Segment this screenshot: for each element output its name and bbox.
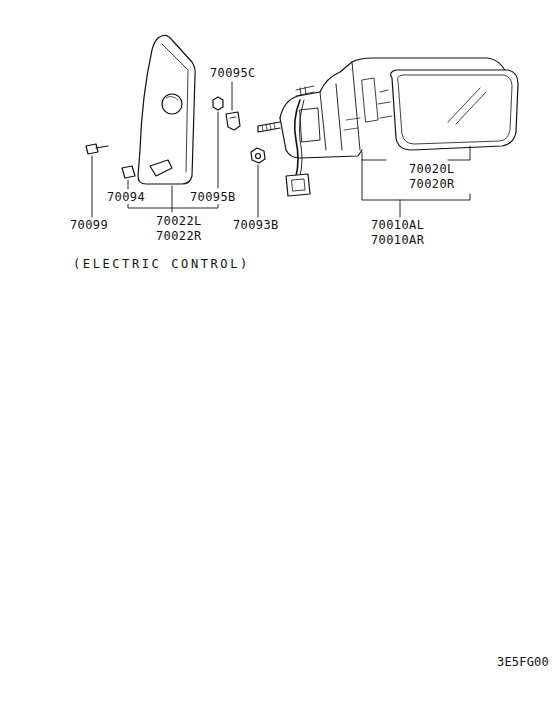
callout-number: 70020R [408,177,456,191]
variant-note: (ELECTRIC CONTROL) [72,257,251,271]
callout-number: 70095C [209,66,257,80]
callout-number: 70010AL [370,218,425,232]
callout-number: 70020L [408,162,456,176]
callout-number: 70022R [155,229,203,243]
callout-number: 70093B [232,218,280,232]
callout-number: 70099 [69,218,109,232]
drawing-code: 3E5FG00 [496,655,550,669]
callout-number: 70094 [106,190,146,204]
callout-number: 70010AR [370,233,425,247]
callout-number: 70022L [155,214,203,228]
callout-number: 70095B [189,190,237,204]
